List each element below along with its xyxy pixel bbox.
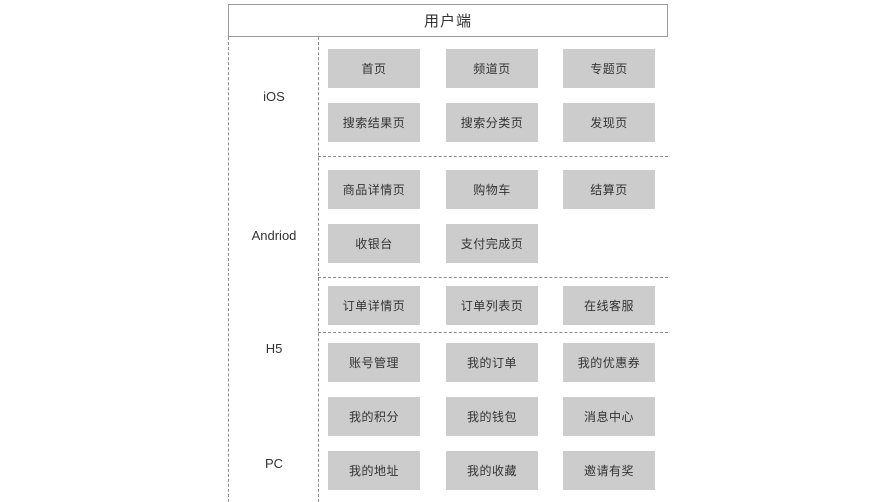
page-tile[interactable]: 订单详情页	[328, 286, 420, 325]
page-tile-label: 购物车	[473, 183, 511, 197]
page-tile[interactable]: 发现页	[563, 103, 655, 142]
outer-dashed-rail	[228, 37, 229, 502]
page-tile-label: 我的钱包	[466, 410, 517, 424]
page-tile-label: 订单详情页	[342, 299, 406, 313]
page-tile[interactable]: 订单列表页	[446, 286, 538, 325]
page-tile-label: 结算页	[590, 183, 628, 197]
page-tile-label: 我的地址	[348, 464, 399, 478]
page-tile-label: 订单列表页	[460, 299, 524, 313]
page-tile[interactable]: 邀请有奖	[563, 451, 655, 490]
page-tile[interactable]: 结算页	[563, 170, 655, 209]
page-tile[interactable]: 我的收藏	[446, 451, 538, 490]
page-tile[interactable]: 支付完成页	[446, 224, 538, 263]
page-tile-label: 我的积分	[348, 410, 399, 424]
page-tile-label: 账号管理	[348, 356, 399, 370]
page-tile-label: 我的收藏	[466, 464, 517, 478]
page-tile[interactable]: 购物车	[446, 170, 538, 209]
page-tile-label: 我的优惠券	[577, 356, 641, 370]
page-tile-label: 我的订单	[466, 356, 517, 370]
header-box: 用户端	[228, 4, 668, 37]
page-tile[interactable]: 搜索结果页	[328, 103, 420, 142]
page-tile[interactable]: 专题页	[563, 49, 655, 88]
page-tile-label: 专题页	[590, 62, 628, 76]
platform-label-ios: iOS	[263, 89, 285, 104]
page-tile[interactable]: 我的地址	[328, 451, 420, 490]
page-tile[interactable]: 在线客服	[563, 286, 655, 325]
page-tile[interactable]: 我的订单	[446, 343, 538, 382]
group-separator	[318, 332, 668, 333]
platform-label-pc: PC	[264, 456, 284, 471]
page-tile-label: 邀请有奖	[583, 464, 634, 478]
page-tile-label: 发现页	[590, 116, 628, 130]
page-tile-label: 首页	[361, 62, 387, 76]
page-tile-label: 搜索分类页	[460, 116, 524, 130]
page-tile[interactable]: 频道页	[446, 49, 538, 88]
page-tile-label: 消息中心	[583, 410, 634, 424]
page-tile[interactable]: 账号管理	[328, 343, 420, 382]
page-tile-label: 收银台	[355, 237, 393, 251]
page-tile-label: 在线客服	[583, 299, 634, 313]
page-title: 用户端	[423, 13, 472, 30]
platform-label-h5: H5	[265, 341, 283, 356]
group-separator	[318, 277, 668, 278]
page-tile[interactable]: 我的钱包	[446, 397, 538, 436]
page-tile-label: 商品详情页	[342, 183, 406, 197]
page-tile[interactable]: 我的积分	[328, 397, 420, 436]
page-tile[interactable]: 收银台	[328, 224, 420, 263]
page-tile[interactable]: 我的优惠券	[563, 343, 655, 382]
page-tile-label: 频道页	[473, 62, 511, 76]
platform-label-andriod: Andriod	[251, 228, 297, 243]
inner-dashed-rail	[318, 37, 319, 502]
page-tile[interactable]: 商品详情页	[328, 170, 420, 209]
page-tile[interactable]: 首页	[328, 49, 420, 88]
page-tile-label: 搜索结果页	[342, 116, 406, 130]
page-tile[interactable]: 消息中心	[563, 397, 655, 436]
page-tile[interactable]: 搜索分类页	[446, 103, 538, 142]
group-separator	[318, 156, 668, 157]
page-tile-label: 支付完成页	[460, 237, 524, 251]
